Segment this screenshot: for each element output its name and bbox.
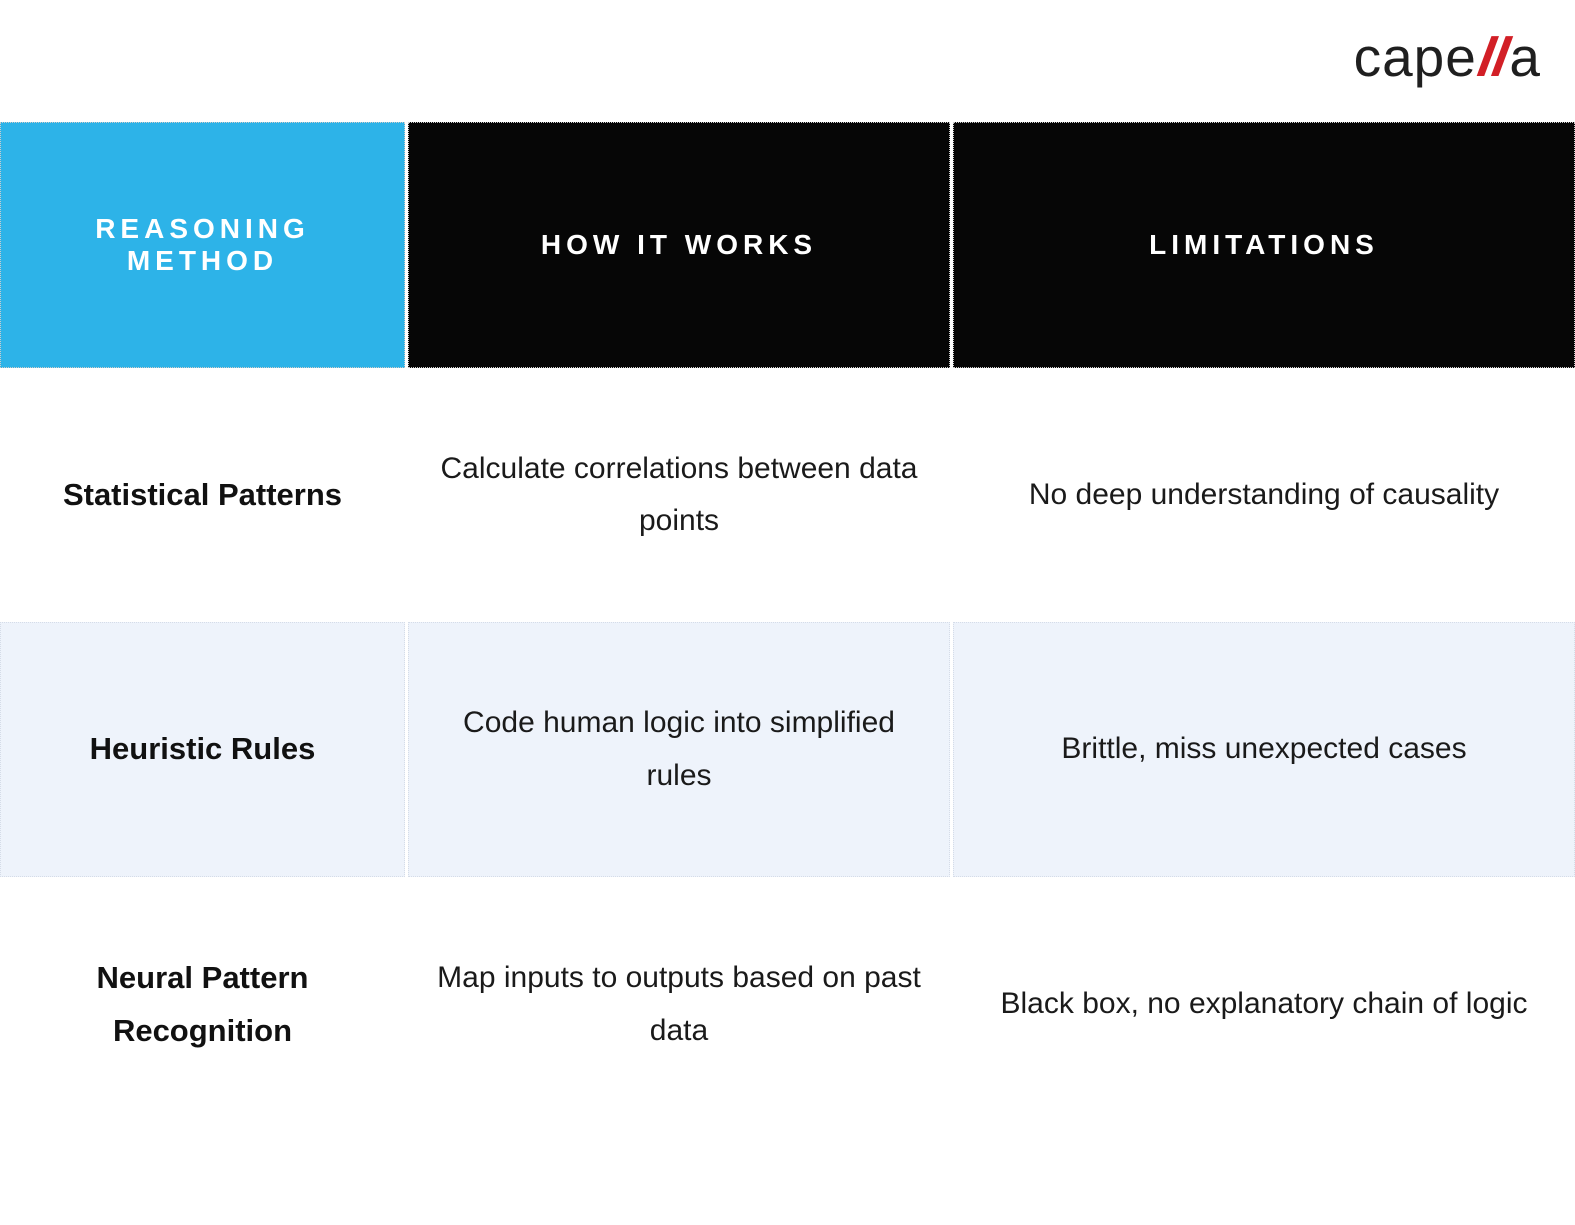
how-cell: Calculate correlations between data poin… xyxy=(408,368,950,622)
how-cell: Map inputs to outputs based on past data xyxy=(408,877,950,1132)
logo-accent: ll xyxy=(1473,26,1513,88)
limitation-cell: No deep understanding of causality xyxy=(953,368,1575,622)
logo-prefix: cape xyxy=(1353,26,1477,88)
comparison-table: REASONING METHOD HOW IT WORKS LIMITATION… xyxy=(0,122,1575,1132)
method-cell: Heuristic Rules xyxy=(0,622,405,877)
column-header-limitations: LIMITATIONS xyxy=(953,122,1575,368)
how-cell: Code human logic into simplified rules xyxy=(408,622,950,877)
column-header-reasoning-method: REASONING METHOD xyxy=(0,122,405,368)
limitation-cell: Brittle, miss unexpected cases xyxy=(953,622,1575,877)
limitation-cell: Black box, no explanatory chain of logic xyxy=(953,877,1575,1132)
column-header-how-it-works: HOW IT WORKS xyxy=(408,122,950,368)
capella-logo: capella xyxy=(1354,26,1541,88)
method-cell: Statistical Patterns xyxy=(0,368,405,622)
method-cell: Neural Pattern Recognition xyxy=(0,877,405,1132)
logo-suffix: a xyxy=(1509,26,1541,88)
